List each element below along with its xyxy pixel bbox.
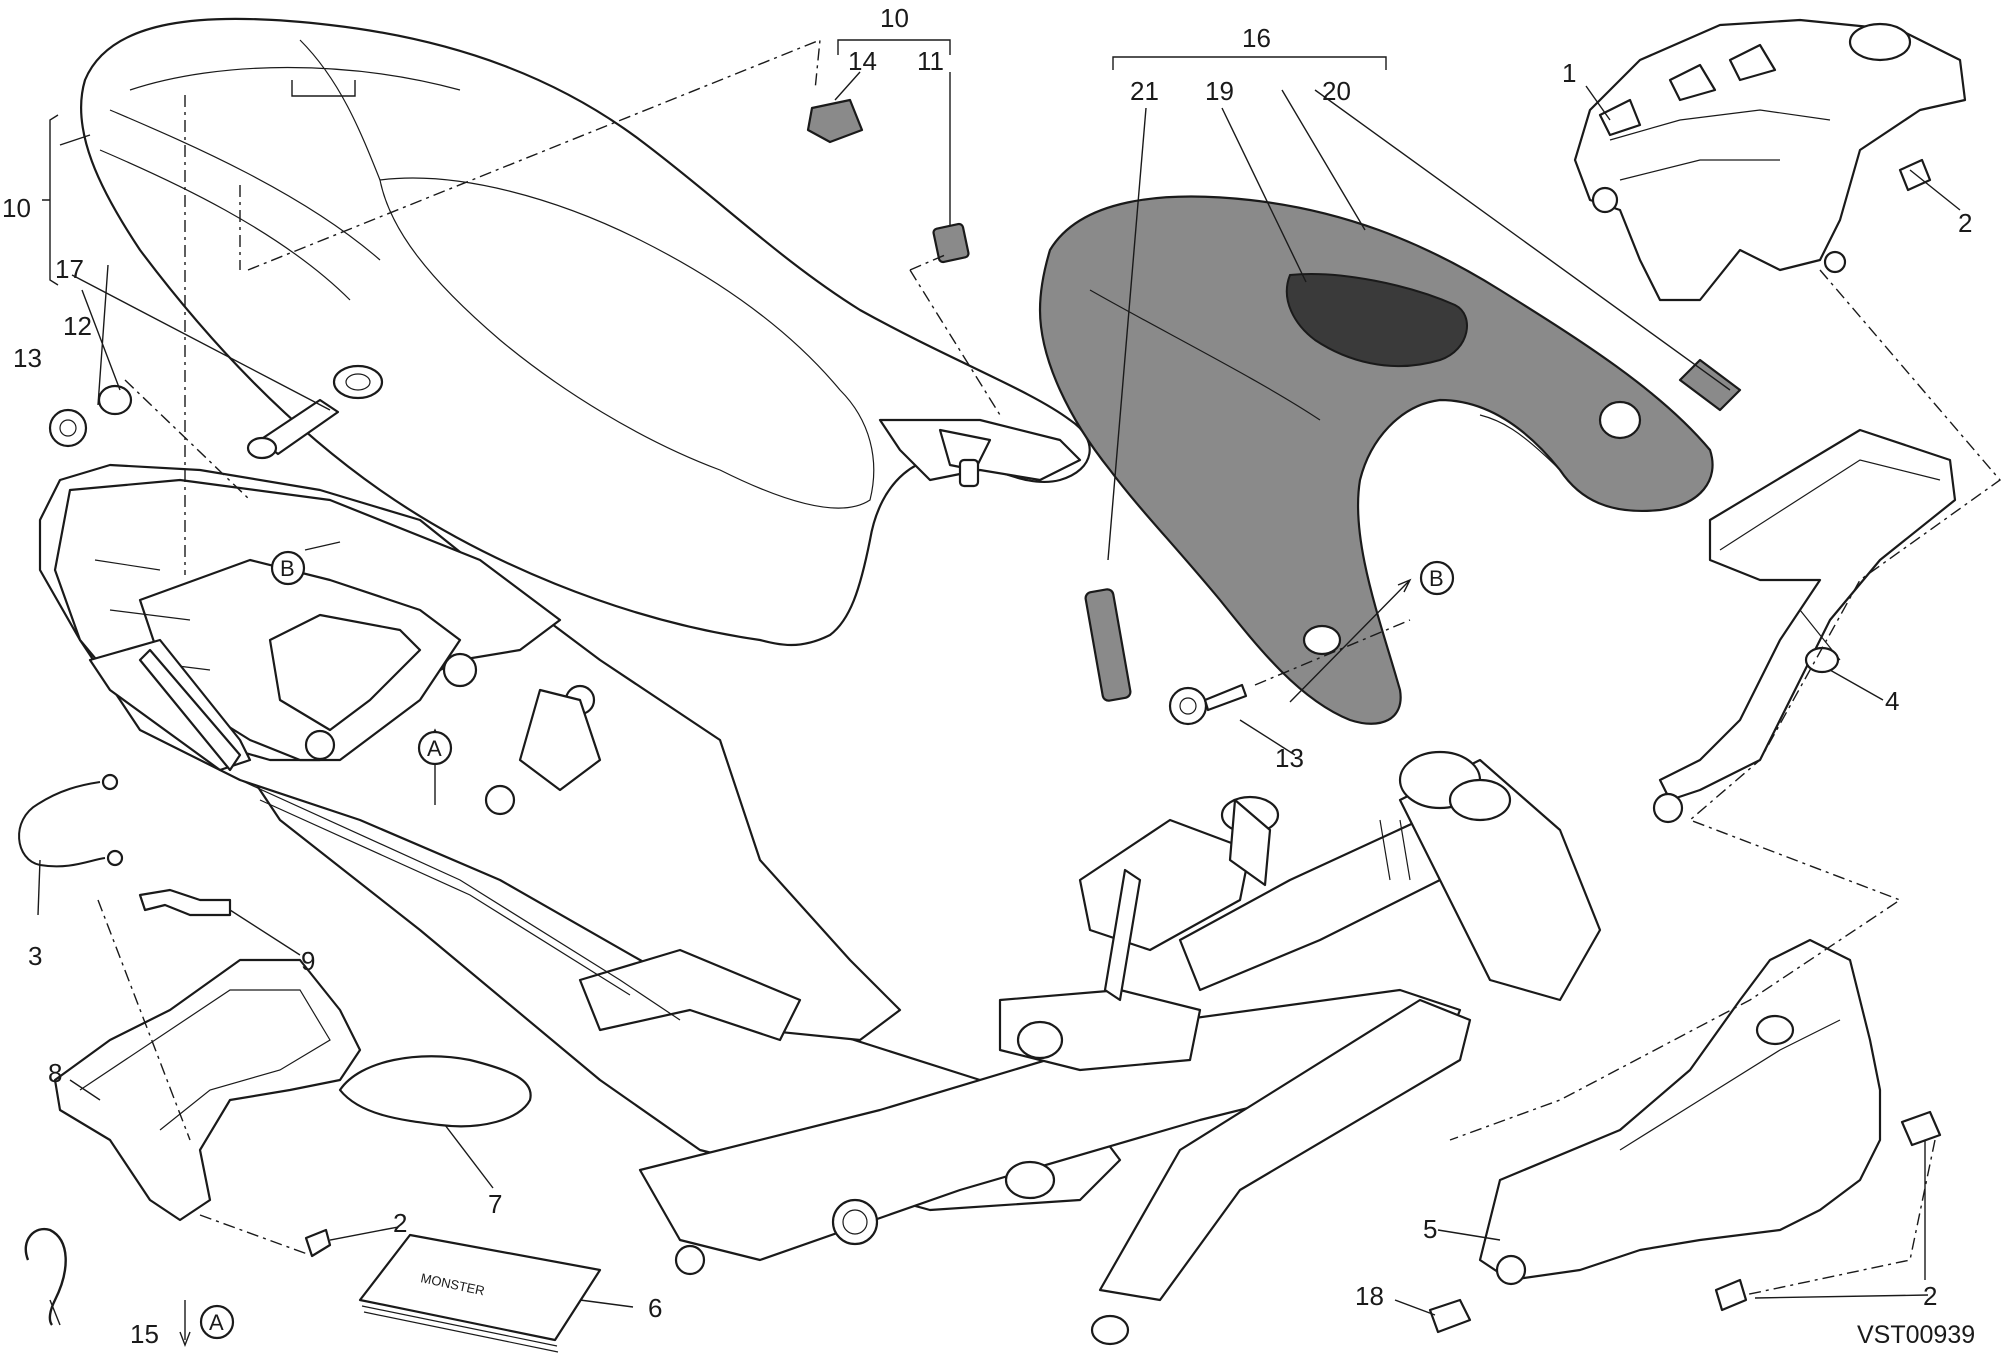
marker-b-cowl: B	[1419, 560, 1455, 596]
callout-10: 10	[2, 193, 31, 223]
callout-12: 12	[63, 311, 92, 341]
tail-bracket	[1652, 428, 1957, 824]
rubber-pad	[806, 98, 864, 144]
svg-text:A: A	[209, 1310, 224, 1335]
tail-side-panel	[1573, 18, 1967, 302]
callout-6: 6	[648, 1293, 662, 1323]
callout-2: 2	[1923, 1281, 1937, 1311]
callout-1: 1	[1562, 58, 1576, 88]
svg-text:B: B	[1429, 566, 1444, 591]
callout-10: 10	[880, 3, 909, 33]
rear-subframe	[38, 463, 902, 1042]
callout-19: 19	[1205, 76, 1234, 106]
callout-2: 2	[1958, 208, 1972, 238]
callout-3: 3	[28, 941, 42, 971]
callout-17: 17	[55, 254, 84, 284]
callout-20: 20	[1322, 76, 1351, 106]
svg-text:A: A	[427, 736, 442, 761]
callout-2: 2	[393, 1208, 407, 1238]
callout-15: 15	[130, 1319, 159, 1349]
rider-seat	[80, 17, 1091, 647]
lower-side-cover	[1478, 938, 1882, 1286]
callout-9: 9	[301, 946, 315, 976]
small-pad	[932, 222, 970, 264]
callout-14: 14	[848, 46, 877, 76]
callout-16: 16	[1242, 23, 1271, 53]
washer	[97, 384, 133, 416]
callout-18: 18	[1355, 1281, 1384, 1311]
callout-11: 11	[917, 46, 944, 76]
callout-7: 7	[488, 1189, 502, 1219]
seat-cowl	[1038, 195, 1714, 725]
assembly-lines	[97, 38, 2002, 1296]
callout-13: 13	[1275, 743, 1304, 773]
callout-13: 13	[13, 343, 42, 373]
leader-lines	[37, 39, 1961, 1347]
callout-5: 5	[1423, 1214, 1437, 1244]
callout-21: 21	[1130, 76, 1159, 106]
reference-code: VST00939	[1857, 1321, 1975, 1349]
knob	[48, 408, 88, 448]
marker-a-tray: A	[199, 1304, 235, 1340]
stickers	[1084, 358, 1742, 702]
marker-b-left: B	[270, 550, 306, 586]
callout-8: 8	[48, 1058, 62, 1088]
marker-a-subframe: A	[417, 730, 453, 766]
small-parts: MONSTER	[18, 98, 1942, 1353]
trellis-frame	[238, 750, 1602, 1346]
svg-text:B: B	[280, 556, 295, 581]
callout-4: 4	[1885, 686, 1899, 716]
